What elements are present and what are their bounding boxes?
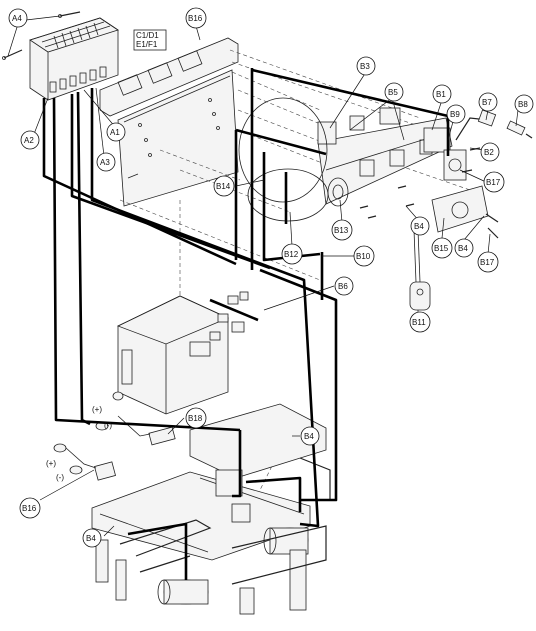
relay-b18-upper bbox=[95, 391, 176, 446]
battery-connectors bbox=[209, 291, 249, 341]
callout-b16-top: B16 bbox=[185, 7, 207, 29]
polarity-minus-upper: (-) bbox=[104, 421, 112, 430]
svg-text:B16: B16 bbox=[22, 504, 37, 513]
callout-b6: B6 bbox=[334, 276, 354, 296]
callout-b10: B10 bbox=[353, 245, 375, 267]
wiring-harness bbox=[42, 68, 450, 580]
callout-b11: B11 bbox=[409, 311, 431, 333]
callout-b7: B7 bbox=[478, 92, 498, 112]
callout-a2: A2 bbox=[20, 130, 40, 150]
callout-leaders bbox=[7, 15, 519, 537]
svg-text:B6: B6 bbox=[338, 282, 348, 291]
connector-label-line2: E1/F1 bbox=[136, 40, 158, 49]
callout-b15: B15 bbox=[431, 237, 453, 259]
bracket-b15 bbox=[431, 185, 499, 239]
svg-text:B11: B11 bbox=[412, 318, 426, 327]
callout-b18: B18 bbox=[185, 407, 207, 429]
focus-ellipse bbox=[238, 97, 328, 203]
svg-text:A1: A1 bbox=[110, 128, 120, 137]
callout-b13: B13 bbox=[331, 219, 353, 241]
svg-text:B12: B12 bbox=[284, 250, 299, 259]
connector-label-box: C1/D1 E1/F1 bbox=[133, 29, 167, 51]
callout-b17-lower: B17 bbox=[477, 251, 499, 273]
svg-text:B14: B14 bbox=[216, 182, 231, 191]
callout-b5: B5 bbox=[384, 82, 404, 102]
svg-text:B2: B2 bbox=[484, 148, 494, 157]
svg-text:A4: A4 bbox=[12, 14, 22, 23]
svg-text:B17: B17 bbox=[480, 258, 495, 267]
callout-b4-base: B4 bbox=[300, 426, 320, 446]
svg-text:B5: B5 bbox=[388, 88, 398, 97]
callout-b17-upper: B17 bbox=[483, 171, 505, 193]
screw-a4-left bbox=[2, 49, 23, 60]
callout-b1: B1 bbox=[432, 84, 452, 104]
polarity-plus-upper: (+) bbox=[92, 405, 102, 414]
svg-text:B1: B1 bbox=[436, 90, 446, 99]
callout-b8: B8 bbox=[514, 94, 534, 114]
callout-b12: B12 bbox=[281, 243, 303, 265]
callout-b14: B14 bbox=[213, 175, 235, 197]
callout-b4-left: B4 bbox=[82, 528, 102, 548]
polarity-minus-lower: (-) bbox=[56, 473, 64, 482]
svg-text:B15: B15 bbox=[434, 244, 449, 253]
relay-b16-lower bbox=[53, 443, 116, 481]
joystick-housing bbox=[317, 107, 453, 207]
screw-a4-right bbox=[58, 11, 81, 18]
svg-text:B18: B18 bbox=[188, 414, 203, 423]
callout-a1: A1 bbox=[106, 122, 126, 142]
svg-text:B7: B7 bbox=[482, 98, 492, 107]
polarity-plus-lower: (+) bbox=[46, 459, 56, 468]
svg-text:B3: B3 bbox=[360, 62, 370, 71]
callout-b3: B3 bbox=[356, 56, 376, 76]
callout-b4-right: B4 bbox=[454, 238, 474, 258]
svg-text:B13: B13 bbox=[334, 226, 349, 235]
svg-text:B4: B4 bbox=[304, 432, 314, 441]
svg-text:A2: A2 bbox=[24, 136, 34, 145]
back-plate bbox=[117, 69, 239, 207]
key-remote-b11 bbox=[409, 229, 431, 311]
callout-b4-mid: B4 bbox=[410, 216, 430, 236]
svg-text:B4: B4 bbox=[414, 222, 424, 231]
mounting-bracket-b16 bbox=[99, 37, 239, 117]
battery-box bbox=[116, 295, 229, 415]
callout-b9: B9 bbox=[446, 104, 466, 124]
focus-ellipse-lower bbox=[247, 168, 329, 222]
svg-text:B17: B17 bbox=[486, 178, 501, 187]
svg-text:B8: B8 bbox=[518, 100, 528, 109]
right-hardware bbox=[423, 109, 533, 181]
controller-module bbox=[29, 17, 119, 101]
svg-text:B4: B4 bbox=[86, 534, 96, 543]
svg-text:B4: B4 bbox=[458, 244, 468, 253]
svg-text:A3: A3 bbox=[100, 158, 110, 167]
callout-b16-bottom: B16 bbox=[19, 497, 41, 519]
callout-a3: A3 bbox=[96, 152, 116, 172]
base-frame bbox=[91, 403, 331, 615]
svg-text:B16: B16 bbox=[188, 14, 203, 23]
svg-text:B10: B10 bbox=[356, 252, 371, 261]
callout-b2: B2 bbox=[480, 142, 500, 162]
callout-a4: A4 bbox=[8, 8, 28, 28]
connector-label-line1: C1/D1 bbox=[136, 31, 159, 40]
svg-text:B9: B9 bbox=[450, 110, 460, 119]
